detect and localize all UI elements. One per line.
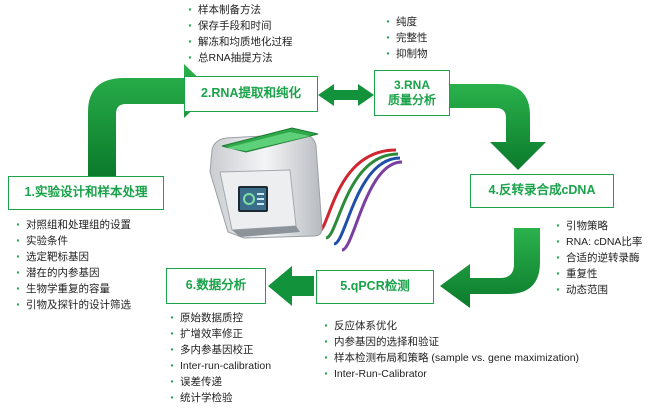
list-item: 合适的逆转录酶 (554, 249, 642, 266)
list-item: 保存手段和时间 (186, 17, 293, 34)
list-item: 引物策略 (554, 217, 642, 234)
list-item: Inter-run-calibration (168, 357, 271, 374)
list-item: 扩增效率修正 (168, 325, 271, 342)
list-item: 纯度 (384, 13, 428, 30)
list-item: 样本检测布局和策略 (sample vs. gene maximization) (322, 349, 579, 366)
step-3-details: 纯度 完整性 抑制物 (384, 13, 428, 62)
list-item: 对照组和处理组的设置 (14, 216, 131, 233)
step-2-details: 样本制备方法 保存手段和时间 解冻和均质地化过程 总RNA抽提方法 (186, 1, 293, 66)
arrow-2-to-3 (318, 84, 374, 106)
list-item: 误差传递 (168, 373, 271, 390)
step-1-experiment-design[interactable]: 1.实验设计和样本处理 (8, 176, 164, 210)
step-4-details: 引物策略 RNA: cDNA比率 合适的逆转录酶 重复性 动态范围 (554, 217, 642, 298)
list-item: 总RNA抽提方法 (186, 49, 293, 66)
qpcr-instrument-icon (209, 127, 323, 239)
list-item: 实验条件 (14, 232, 131, 249)
list-item: 动态范围 (554, 281, 642, 298)
list-item: 多内参基因校正 (168, 341, 271, 358)
step-4-reverse-transcription[interactable]: 4.反转录合成cDNA (470, 174, 614, 208)
list-item: 解冻和均质地化过程 (186, 33, 293, 50)
arrow-3-to-4 (448, 84, 546, 170)
list-item: 重复性 (554, 265, 642, 282)
list-item: RNA: cDNA比率 (554, 233, 642, 250)
list-item: 内参基因的选择和验证 (322, 333, 579, 350)
list-item: 完整性 (384, 29, 428, 46)
list-item: 原始数据质控 (168, 309, 271, 326)
list-item: 抑制物 (384, 45, 428, 62)
list-item: 选定靶标基因 (14, 248, 131, 265)
list-item: 样本制备方法 (186, 1, 293, 18)
step-6-data-analysis[interactable]: 6.数据分析 (166, 268, 266, 304)
step-2-rna-extraction[interactable]: 2.RNA提取和纯化 (184, 76, 318, 112)
step-6-details: 原始数据质控 扩增效率修正 多内参基因校正 Inter-run-calibrat… (168, 309, 271, 406)
arrow-4-to-5 (440, 228, 540, 308)
list-item: 反应体系优化 (322, 317, 579, 334)
step-3-label-line2: 质量分析 (387, 93, 436, 107)
step-3-rna-quality[interactable]: 3.RNA 质量分析 (374, 70, 450, 116)
list-item: 生物学重复的容量 (14, 280, 131, 297)
list-item: 潜在的内参基因 (14, 264, 131, 281)
step-5-details: 反应体系优化 内参基因的选择和验证 样本检测布局和策略 (sample vs. … (322, 317, 579, 382)
arrow-1-to-2 (88, 64, 212, 176)
arrow-5-to-6 (268, 266, 314, 306)
step-3-label-line1: 3.RNA (393, 78, 430, 92)
step-5-qpcr-detection[interactable]: 5.qPCR检测 (316, 270, 434, 304)
list-item: 统计学检验 (168, 389, 271, 406)
amplification-curves (317, 148, 403, 252)
step-1-details: 对照组和处理组的设置 实验条件 选定靶标基因 潜在的内参基因 生物学重复的容量 … (14, 216, 131, 313)
list-item: 引物及探针的设计筛选 (14, 296, 131, 313)
list-item: Inter-Run-Calibrator (322, 365, 579, 382)
